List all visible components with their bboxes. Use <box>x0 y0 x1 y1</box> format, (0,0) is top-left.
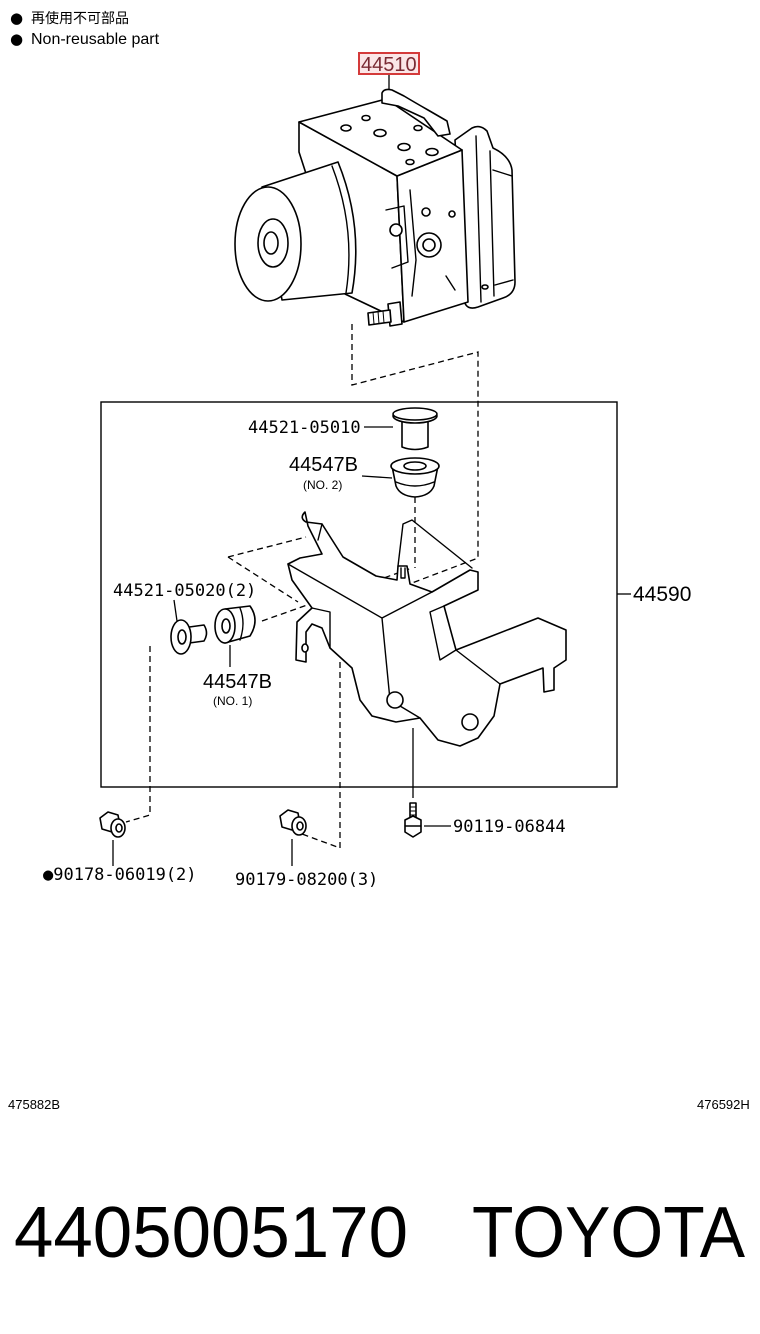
ecu-screw <box>481 284 489 290</box>
housing-step-line <box>409 189 417 297</box>
motor-shaft <box>263 231 279 255</box>
nut-a <box>99 811 126 838</box>
bracket-tab-hole <box>301 643 309 653</box>
bracket-hole-left <box>386 691 404 709</box>
collar-top <box>392 407 438 421</box>
port-hole <box>413 124 423 132</box>
assembly-line-nut-b <box>301 662 341 849</box>
nut-b <box>279 809 307 836</box>
motor-mount-bolt <box>389 223 403 237</box>
legend-bullet-1: ● <box>10 9 23 27</box>
assembly-line-left-top <box>227 536 307 558</box>
grommet-no2 <box>390 457 440 498</box>
bracket-creases <box>287 519 501 719</box>
callout-grommet-no2-leader <box>361 475 393 479</box>
port-hole <box>340 124 352 132</box>
ecu-ridges <box>475 135 514 303</box>
stud-threads <box>372 310 385 325</box>
bracket-slot <box>400 567 406 579</box>
port-hole <box>373 128 387 138</box>
top-face-ports <box>340 114 439 166</box>
grommet-no1 <box>214 605 256 644</box>
collar-shank <box>401 418 429 451</box>
grommet-no2-groove <box>395 481 435 487</box>
highlight-box <box>358 52 420 75</box>
callout-actuator: 44510 <box>358 52 420 95</box>
lower-collar <box>170 619 208 655</box>
callout-actuator-label: 44510 <box>361 54 417 76</box>
grommet-no1-groove <box>239 607 244 641</box>
port-hole-inner <box>422 238 436 252</box>
bracket-bolt <box>404 728 422 838</box>
bracket-hole-right <box>461 713 479 731</box>
product-brand: TOYOTA <box>472 1193 745 1273</box>
motor-flange-line <box>331 165 350 294</box>
port-hole <box>425 147 439 157</box>
port-hole <box>405 158 415 166</box>
abs-actuator-illustration <box>234 88 516 327</box>
callout-grommet-no1-label: 44547B <box>203 671 272 693</box>
housing-top-face <box>298 98 463 177</box>
callout-bracket-label: 44590 <box>633 583 691 606</box>
callout-bolt-bracket-label: 90119-06844 <box>453 817 566 837</box>
assembly-line-grommet-no1 <box>261 567 413 622</box>
callout-grommet-no2-label: 44547B <box>289 454 358 476</box>
nut-b-bore <box>296 821 304 831</box>
legend-bullet-2: ● <box>10 30 23 48</box>
front-face-ports <box>409 189 456 297</box>
footer-left-code: 475882B <box>8 1097 60 1112</box>
footer-right-code: 476592H <box>697 1097 750 1112</box>
callout-collar-lower-label: 44521-05020(2) <box>113 581 256 601</box>
port-hole <box>361 114 371 122</box>
housing-detail-line <box>445 275 456 291</box>
bracket-bolt-threads <box>410 806 416 816</box>
grommet-no2-hole <box>403 461 427 471</box>
lower-collar-bore <box>177 629 187 645</box>
port-hole <box>397 142 411 152</box>
grommet-no1-hole <box>221 618 231 634</box>
callout-nut-a-label: ●90178-06019(2) <box>43 865 197 885</box>
product-part-number: 4405005170 <box>14 1193 408 1273</box>
callout-bolt-upper-label: 44521-05010 <box>248 418 361 438</box>
bracket-illustration <box>287 511 567 747</box>
callout-grommet-no1-sub: (NO. 1) <box>213 694 252 708</box>
assembly-line-nut-a <box>125 646 151 823</box>
legend-note-ja: 再使用不可部品 <box>31 10 129 27</box>
top-bracket <box>381 88 451 137</box>
stud-shank <box>367 309 392 326</box>
mounting-stud <box>367 301 403 327</box>
callout-nut-b-label: 90179-08200(3) <box>235 870 378 890</box>
bracket-outline <box>287 511 567 747</box>
assembly-line-left-diag <box>227 556 299 603</box>
legend: ● 再使用不可部品 ● Non-reusable part <box>10 9 160 48</box>
assembly-lines <box>125 324 479 849</box>
callout-grommet-no2-sub: (NO. 2) <box>303 478 342 492</box>
motor-mount-plate <box>385 205 409 269</box>
upper-collar-bolt <box>392 407 438 451</box>
port-hole <box>448 210 456 218</box>
nut-a-bore <box>115 823 123 833</box>
port-hole <box>421 207 431 217</box>
assembly-line-stud <box>351 324 479 584</box>
legend-note-en: Non-reusable part <box>31 31 160 48</box>
callout-collar-lower-leader <box>173 599 178 622</box>
